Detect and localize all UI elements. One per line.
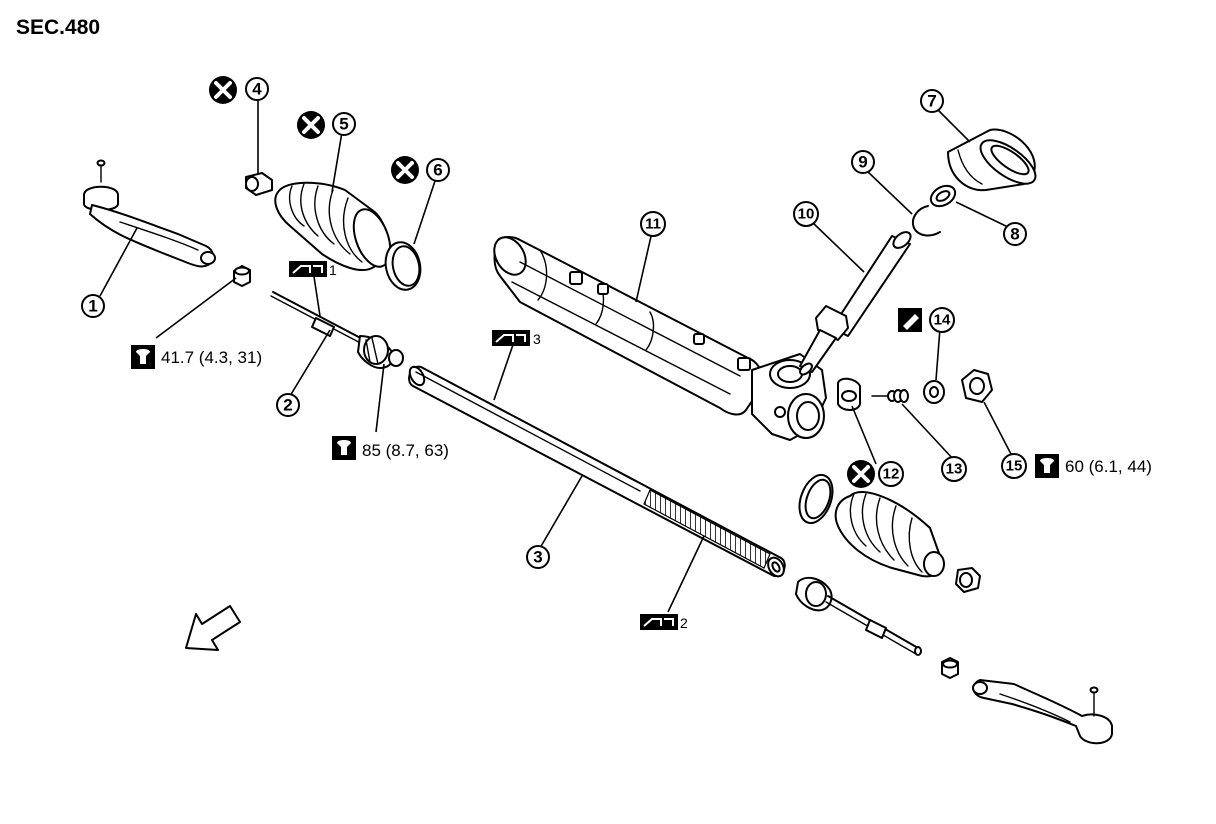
grease-icon: 1 [289,261,337,278]
no-reuse-x-icon [209,76,237,104]
callout-1: 1 [81,294,105,318]
vehicle-front-arrow-icon [185,605,241,651]
callout-4: 4 [245,77,269,101]
callout-10: 10 [793,201,819,227]
spring [871,389,909,403]
svg-text:4: 4 [252,80,262,99]
svg-text:3: 3 [533,331,541,347]
boot-band-right [798,473,834,525]
boot-clamp-left [245,172,273,196]
boot-left [274,181,392,272]
torque-spec-inner-socket: 85 (8.7, 63) [332,436,449,460]
callout-3: 3 [526,545,550,569]
seal-ring [929,184,957,208]
svg-text:12: 12 [883,466,900,483]
inner-socket-left [270,291,404,369]
tie-rod-end-nut-right [941,657,959,679]
snap-ring [912,205,941,237]
svg-text:41.7 (4.3, 31): 41.7 (4.3, 31) [161,348,262,367]
sealant-icon [898,308,922,332]
svg-text:3: 3 [533,548,542,567]
grease-icon: 2 [640,614,688,631]
retainer [837,377,861,411]
callout-11: 11 [640,211,666,237]
callout-9: 9 [851,150,875,174]
tie-rod-end-nut-left [233,265,251,287]
callout-7: 7 [920,89,944,113]
svg-text:2: 2 [283,396,292,415]
outer-tie-rod-end-right [972,679,1113,745]
svg-text:8: 8 [1010,225,1019,244]
grease-icon: 3 [492,330,541,347]
outer-tie-rod-end-left [83,159,216,268]
svg-text:85 (8.7, 63): 85 (8.7, 63) [362,441,449,460]
no-reuse-x-icon [847,460,875,488]
svg-text:1: 1 [329,262,337,278]
callout-6: 6 [426,158,450,182]
svg-text:7: 7 [927,92,936,111]
svg-text:15: 15 [1006,458,1023,475]
torque-spec-tie-rod-end-nut: 41.7 (4.3, 31) [131,345,262,369]
column-hole-cover [947,128,1037,192]
svg-text:9: 9 [858,153,867,172]
inner-socket-right [795,576,922,656]
boot-band-left [384,241,422,291]
leader-lines [99,98,1013,613]
torque-spec-lock-nut: 60 (6.1, 44) [1035,454,1152,478]
no-reuse-x-icon [391,156,419,184]
rack [408,365,786,578]
gear-housing [493,235,827,441]
lock-nut [961,369,993,403]
adjusting-screw [923,380,945,404]
svg-text:2: 2 [680,615,688,631]
svg-text:5: 5 [339,115,348,134]
callout-15: 15 [1001,453,1027,479]
boot-clamp-right [955,567,981,593]
svg-text:1: 1 [88,297,97,316]
callout-8: 8 [1003,222,1027,246]
svg-text:11: 11 [645,216,661,233]
svg-text:14: 14 [934,312,951,329]
callout-13: 13 [941,456,967,482]
callout-14: 14 [929,307,955,333]
pinion-shaft [799,231,912,376]
section-label: SEC.480 [16,16,100,39]
callout-2: 2 [276,393,300,417]
callout-12: 12 [878,461,904,487]
boot-right [834,491,945,578]
svg-text:13: 13 [946,461,963,478]
svg-text:6: 6 [433,161,442,180]
svg-text:10: 10 [798,206,815,223]
svg-text:60 (6.1, 44): 60 (6.1, 44) [1065,457,1152,476]
callout-5: 5 [332,112,356,136]
no-reuse-x-icon [297,111,325,139]
